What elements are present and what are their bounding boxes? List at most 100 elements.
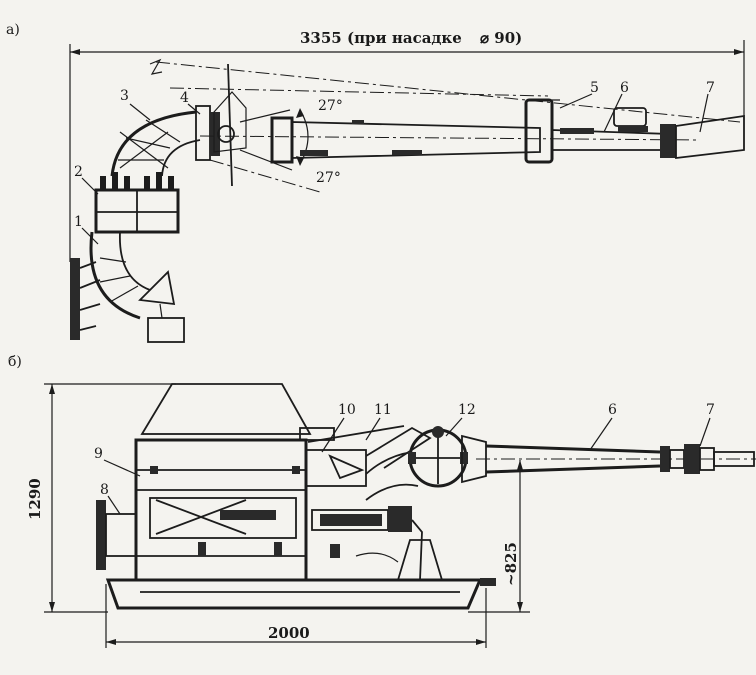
housing-post	[198, 542, 206, 556]
barrel-top	[485, 444, 661, 454]
inlet-flange	[96, 500, 106, 570]
housing-bolt	[292, 466, 300, 474]
dim-axis-text: ~825	[502, 542, 520, 586]
callout-12: 12	[458, 402, 476, 418]
leader-27	[239, 109, 291, 123]
dim-arrow-bottom	[49, 602, 55, 612]
turret-lug	[460, 452, 468, 464]
inlet-pipe	[105, 513, 137, 557]
coupling-flange	[684, 444, 700, 474]
handle-band	[618, 126, 648, 132]
handle-rod	[227, 63, 233, 187]
leader-27	[239, 149, 293, 171]
dim-arrow-right	[734, 49, 744, 55]
head-bracket	[213, 91, 247, 153]
turret-lug	[408, 452, 416, 464]
callout-6: 6	[620, 80, 629, 96]
dim-arrow-width-right	[476, 639, 486, 645]
lever-arm	[365, 426, 432, 469]
outlet-nozzle	[138, 270, 176, 306]
view-b-label: б)	[8, 354, 22, 370]
view-a: а) 3355 (при насадке ⌀ 90)	[6, 22, 745, 343]
pivot-joint	[217, 125, 235, 143]
dim-arrow-top	[49, 384, 55, 394]
pump-shaft-box	[149, 497, 297, 539]
callout-10: 10	[338, 402, 356, 418]
hopper-top	[140, 383, 312, 435]
centerline-main	[199, 135, 701, 141]
mount-post	[330, 544, 340, 558]
housing-bolt	[150, 466, 158, 474]
angle-arrow-up	[296, 108, 304, 118]
elbow-seg	[125, 137, 171, 149]
elbow-seg	[145, 119, 181, 143]
view-b: б) 1290	[8, 354, 756, 648]
dim-arrow-axis-top	[517, 460, 523, 470]
turret-knob	[432, 426, 444, 438]
flange-rib	[79, 303, 101, 311]
callout-1: 1	[74, 214, 83, 230]
callout-6b: 6	[608, 402, 617, 418]
base-lug	[480, 578, 496, 586]
head-flange-disk	[210, 112, 220, 156]
barrel-body	[291, 121, 541, 159]
angle-down-text: 27°	[316, 170, 341, 186]
wall-flange	[70, 258, 80, 340]
swivel-bolts	[100, 172, 174, 190]
valve-block	[305, 449, 367, 487]
dim-diameter-text: ⌀ 90)	[480, 29, 522, 47]
elbow-upper-outer	[110, 110, 197, 177]
dim-length-text: 3355 (при насадке	[300, 29, 462, 47]
callouts-b: 8 9 10 11 12 6 7	[94, 402, 715, 515]
callout-4: 4	[180, 90, 189, 106]
valve-wedge	[328, 454, 365, 480]
dim-width-text: 2000	[268, 624, 310, 642]
gearbox	[388, 506, 412, 532]
callouts-a: 1 2 3 4 5 6 7	[74, 80, 715, 245]
housing-post	[274, 542, 282, 556]
callout-3: 3	[120, 88, 129, 104]
barrel-base	[270, 116, 294, 164]
dim-arrow-left	[70, 49, 80, 55]
stand-frame	[397, 539, 443, 581]
nozzle-tip	[675, 114, 745, 160]
base-frame	[105, 578, 483, 610]
callout-2: 2	[74, 164, 83, 180]
elbow-seg	[99, 275, 131, 283]
shaft-core	[220, 510, 276, 520]
dim-arrow-width-left	[106, 639, 116, 645]
pipe-bend	[365, 483, 419, 501]
angle-up-text: 27°	[318, 98, 343, 114]
dim-height-text: 1290	[26, 478, 44, 520]
pipe-bend	[365, 451, 413, 475]
elbow-cross	[119, 131, 169, 169]
centerline-upper-2	[169, 87, 549, 97]
barrel-bottom	[485, 464, 661, 474]
dim-arrow-axis-bottom	[517, 602, 523, 612]
callout-11: 11	[374, 402, 392, 418]
barrel-band	[560, 128, 594, 134]
elbow-seg	[109, 285, 139, 303]
shaft-diagonal	[155, 499, 247, 535]
flange-rib	[79, 325, 97, 331]
elbow-lower-outer	[89, 231, 141, 320]
stand-leg	[411, 519, 423, 581]
barrel-band	[392, 150, 422, 155]
callout-8: 8	[100, 482, 109, 498]
centerline-lower	[209, 159, 321, 193]
callout-5: 5	[590, 80, 599, 96]
barrel-band	[300, 150, 328, 156]
elbow-seg	[99, 257, 127, 263]
nozzle-b	[713, 451, 755, 467]
dim-text-bg	[296, 28, 542, 48]
callout-7b: 7	[706, 402, 715, 418]
callout-7: 7	[706, 80, 715, 96]
barrel-coupling	[660, 446, 670, 472]
barrel-collar	[461, 434, 487, 484]
nozzle-coupling	[660, 124, 676, 158]
motor-core	[320, 514, 382, 526]
break-mark	[149, 58, 163, 75]
tie-rod	[307, 425, 405, 443]
